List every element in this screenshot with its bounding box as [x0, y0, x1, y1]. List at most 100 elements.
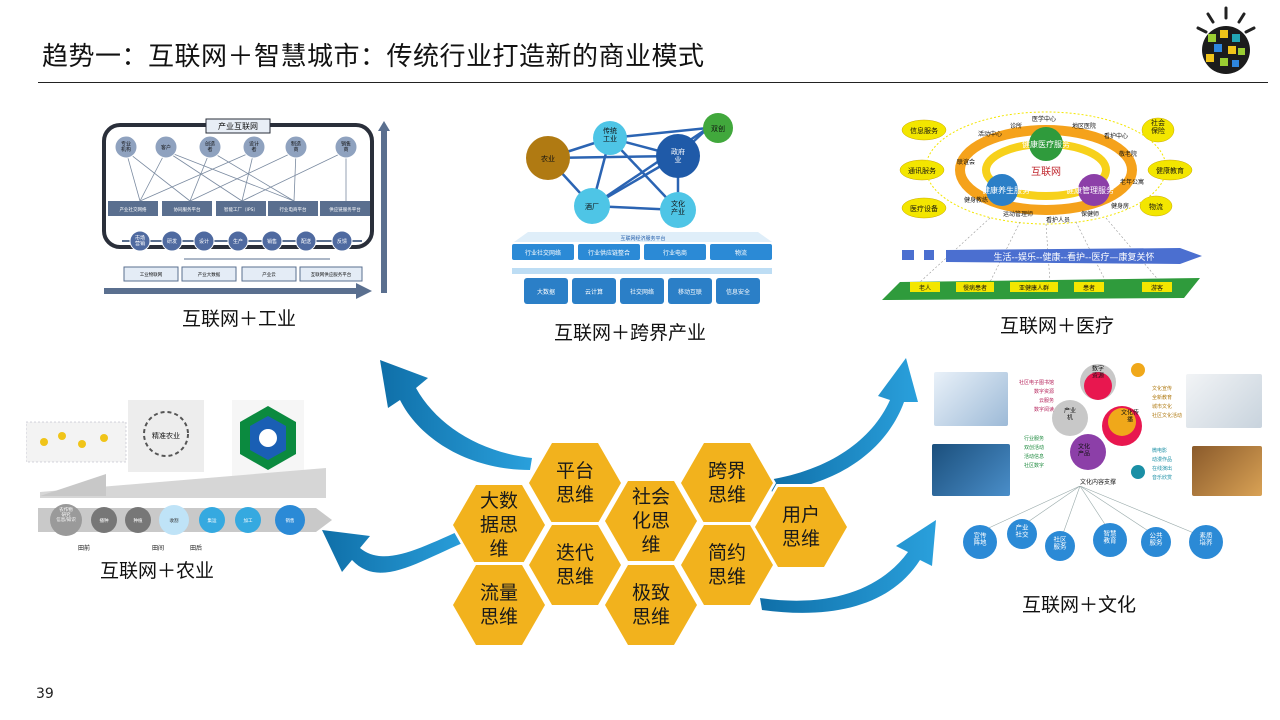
- agri-stage-1: 播种: [100, 517, 109, 524]
- cross-industry-diagram: 农业 传统工业 双创 酒厂 文化产业 政府业 互联网经济服务平台 行业社交网络 …: [512, 113, 772, 304]
- agri-phase-1: 田间: [152, 544, 164, 552]
- industry-chain-6: 反馈: [337, 238, 347, 245]
- cross-node-4: 酒厂: [585, 203, 599, 211]
- medical-outer-0: 信息服务: [910, 126, 938, 135]
- culture-r1-0: 文化宣传: [1152, 385, 1172, 392]
- industry-platform-0: 产业社交网络: [120, 206, 147, 213]
- agri-stage-0: 农作物研究信息/知识: [56, 506, 76, 523]
- caption-industry: 互联网＋工业: [182, 308, 297, 330]
- medical-flow: 生活--娱乐--健康--看护--医疗—康复关怀: [994, 251, 1155, 263]
- culture-r1-2: 城市文化: [1152, 403, 1172, 410]
- medical-ring-0: 健康医疗服务: [1022, 139, 1070, 149]
- medical-group-1: 慢病患者: [963, 284, 987, 292]
- culture-center-0: 数字资源: [1092, 365, 1104, 380]
- culture-support: 文化内容支撑: [1080, 478, 1116, 486]
- medical-group-2: 亚健康人群: [1019, 284, 1049, 292]
- industry-platform-3: 行业电商平台: [280, 206, 307, 213]
- medical-ring-1: 健康养生服务: [982, 185, 1030, 195]
- medical-inner-4: 看护中心: [1104, 132, 1128, 140]
- medical-group-3: 患者: [1083, 284, 1095, 292]
- medical-group-0: 老人: [919, 284, 931, 292]
- industry-bottom-3: 互联网供应服务平台: [311, 271, 352, 278]
- industry-node-4: 制造商: [291, 140, 301, 153]
- caption-medical: 互联网＋医疗: [1000, 315, 1115, 337]
- culture-l2-1: 双创活动: [1024, 444, 1044, 451]
- caption-culture: 互联网＋文化: [1022, 594, 1137, 616]
- cross-row1-0: 行业社交网络: [525, 249, 561, 257]
- page-number: 39: [36, 686, 54, 702]
- culture-r1-1: 全新教育: [1152, 394, 1172, 401]
- culture-l2-0: 行业服务: [1024, 435, 1044, 442]
- culture-photo-1: [934, 372, 1008, 426]
- culture-l2-3: 社区数字: [1024, 462, 1044, 469]
- culture-r2-0: 微电影: [1152, 447, 1167, 454]
- culture-diagram: 数字资源 产业机 文化传播 文化产品 文化内容支撑 社区电子图书馆 数字资源 云…: [1019, 363, 1182, 486]
- cross-node-1: 传统工业: [603, 126, 617, 143]
- cross-platform-label: 互联网经济服务平台: [620, 235, 665, 242]
- industry-chain-2: 设计: [199, 238, 209, 245]
- arrow-lower-left: [322, 528, 470, 573]
- industry-platform-1: 协同服务平台: [174, 206, 201, 213]
- cross-row1-3: 物流: [735, 249, 747, 257]
- agriculture-diagram: 精准农业 农作物研究信息/知识 播种 种植 收割 集运 加工 销售 田前 田间 …: [26, 400, 332, 552]
- cross-row2-0: 大数据: [537, 288, 555, 296]
- industry-node-0: 专业机构: [121, 140, 131, 153]
- agri-stage-5: 加工: [244, 517, 253, 524]
- cross-node-3: 政府业: [671, 147, 685, 164]
- cross-row2-2: 社交网络: [630, 288, 654, 296]
- culture-bubble-5: 素质培养: [1200, 530, 1214, 546]
- industry-platform-4: 供应链服务平台: [329, 206, 361, 213]
- medical-inner-10: 运动管理师: [1003, 210, 1033, 218]
- medical-outer-3: 健康教育: [1156, 166, 1184, 175]
- industry-node-3: 设计者: [249, 140, 259, 153]
- cross-node-5: 文化产业: [671, 199, 685, 216]
- agri-phase-2: 田后: [190, 544, 202, 552]
- medical-inner-11: 看护人员: [1046, 216, 1070, 224]
- logo-icon: [1196, 6, 1256, 74]
- page-title: 趋势一：互联网＋智慧城市：传统行业打造新的商业模式: [42, 42, 705, 72]
- industry-chain-5: 配送: [301, 238, 311, 245]
- culture-l2-2: 活动信息: [1024, 453, 1044, 460]
- cross-node-2: 双创: [711, 124, 725, 133]
- medical-inner-2: 地区医院: [1072, 122, 1096, 130]
- culture-bubble-2: 社区服务: [1054, 534, 1068, 550]
- culture-l1-2: 云服务: [1039, 397, 1054, 404]
- culture-photo-2: [1186, 374, 1262, 428]
- culture-l1-0: 社区电子图书馆: [1019, 379, 1054, 386]
- arrow-lower-right: [760, 520, 936, 613]
- medical-inner-8: 健身教练: [964, 196, 988, 204]
- caption-cross-industry: 互联网＋跨界产业: [554, 322, 707, 344]
- medical-inner-9: 健身房: [1111, 202, 1129, 210]
- medical-diagram: 信息服务 社会保险 通讯服务 健康教育 医疗设备 物流 健康医疗服务 健康养生服…: [882, 111, 1202, 300]
- industry-node-5: 销售商: [341, 140, 351, 153]
- industry-bottom-1: 产业大数据: [198, 271, 221, 278]
- culture-center-1: 产业机: [1064, 407, 1076, 422]
- agri-phase-0: 田前: [78, 544, 90, 552]
- culture-bubble-1: 产业社交: [1016, 522, 1030, 538]
- cross-row1-2: 行业电商: [663, 249, 687, 257]
- culture-r2-1: 动漫作品: [1152, 456, 1172, 463]
- culture-bubbles: 宣传阵地 产业社交 社区服务 智慧教育 公共服务 素质培养: [963, 486, 1223, 561]
- culture-photo-3: [932, 444, 1010, 496]
- title-divider: [38, 82, 1268, 83]
- cross-row2-4: 信息安全: [726, 288, 750, 296]
- industry-bottom-2: 产业云: [262, 271, 276, 278]
- medical-inner-7: 老年公寓: [1120, 178, 1144, 186]
- cross-row2-3: 移动互联: [678, 288, 702, 296]
- agri-stage-2: 种植: [134, 517, 143, 524]
- culture-l1-3: 数字阅读: [1034, 406, 1054, 413]
- culture-r2-3: 音乐欣赏: [1152, 474, 1172, 481]
- agri-stage-4: 集运: [208, 517, 217, 524]
- medical-inner-0: 医学中心: [1032, 115, 1056, 123]
- cross-row1-1: 行业供应链整合: [588, 249, 630, 257]
- industry-chain-0: 市场营销: [135, 234, 145, 247]
- medical-inner-6: 联谊会: [957, 158, 975, 166]
- culture-center-3: 文化产品: [1078, 443, 1090, 458]
- industry-node-2: 创造者: [205, 140, 215, 153]
- cross-row2-1: 云计算: [585, 288, 603, 296]
- agri-thumb-label: 精准农业: [152, 431, 180, 440]
- industry-platform-2: 智能工厂（IPS）: [224, 206, 258, 213]
- medical-outer-1: 社会保险: [1151, 118, 1165, 135]
- industry-header: 产业互联网: [218, 121, 258, 131]
